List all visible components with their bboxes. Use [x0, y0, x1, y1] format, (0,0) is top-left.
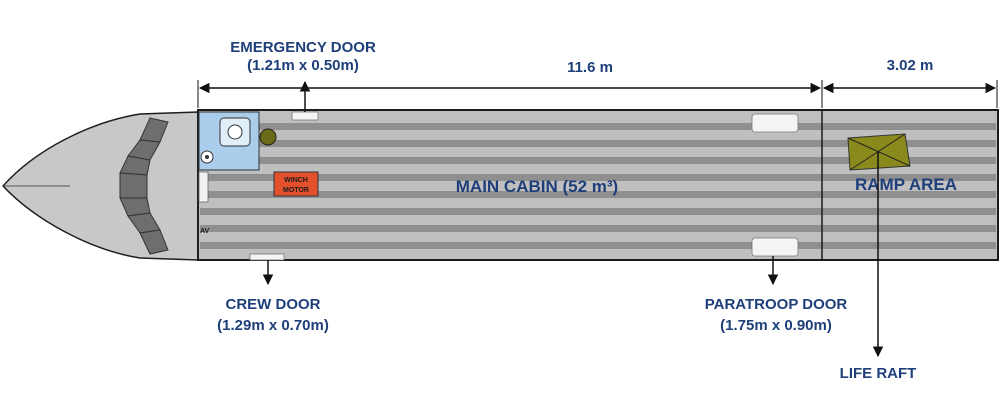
- paratroop-door-size: (1.75m x 0.90m): [720, 317, 832, 334]
- door-mark: AV: [200, 228, 210, 235]
- main-length-label: 11.6 m: [567, 59, 613, 76]
- crew-door-marker: [249, 253, 285, 261]
- floor-stripe: [200, 225, 996, 232]
- fuselage-floor: [197, 109, 999, 261]
- dimension-lines: [197, 80, 998, 108]
- floor-stripe: [200, 191, 996, 198]
- emergency-door-panel: [291, 111, 319, 121]
- life-raft-label: LIFE RAFT: [840, 365, 917, 382]
- lavatory: [198, 111, 260, 171]
- emergency-door-title: EMERGENCY DOOR: [230, 39, 376, 56]
- floor-stripe: [200, 140, 996, 147]
- paratroop-door-panel-bottom: [751, 237, 799, 257]
- cockpit-seats: [119, 117, 169, 255]
- paratroop-door-panel-top: [751, 113, 799, 133]
- crew-door-panel: [198, 171, 209, 203]
- life-raft-pack: [847, 133, 911, 171]
- winch-motor-label-line2: MOTOR: [283, 187, 309, 194]
- floor-stripes: [200, 123, 996, 249]
- floor-stripe: [200, 157, 996, 164]
- floor-stripe: [200, 208, 996, 215]
- winch-motor: WINCH MOTOR: [273, 171, 319, 197]
- main-cabin-label: MAIN CABIN (52 m³): [456, 177, 618, 196]
- ramp-length-label: 3.02 m: [887, 57, 934, 74]
- winch-motor-label-line1: WINCH: [284, 177, 308, 184]
- emergency-door-size: (1.21m x 0.50m): [247, 57, 359, 74]
- equipment-canister: [259, 128, 277, 146]
- crew-door-title: CREW DOOR: [226, 296, 321, 313]
- crew-door-size: (1.29m x 0.70m): [217, 317, 329, 334]
- nose-section: [1, 111, 199, 261]
- ramp-area-label: RAMP AREA: [855, 175, 957, 194]
- floor-stripe: [200, 242, 996, 249]
- floor-stripe: [200, 123, 996, 130]
- floor-stripe: [200, 174, 996, 181]
- paratroop-door-title: PARATROOP DOOR: [705, 296, 848, 313]
